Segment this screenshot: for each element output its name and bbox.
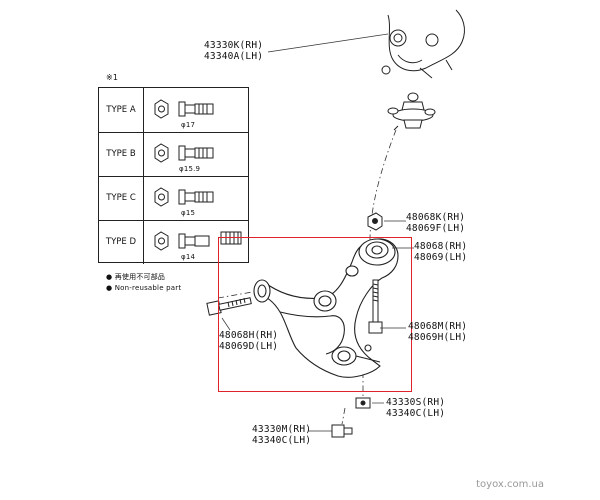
- label-bolt-right-lh: 48069H(LH): [408, 332, 468, 343]
- label-arm-rh: 48068(RH): [414, 241, 468, 252]
- table-row: TYPE B φ15.9: [99, 132, 248, 177]
- label-arm-lh: 48069(LH): [414, 252, 468, 263]
- type-label: TYPE D: [99, 220, 144, 264]
- bolt-right-drawing: [368, 279, 383, 334]
- label-bolt-left-lh: 48069D(LH): [219, 341, 279, 352]
- control-arm-drawing: [253, 238, 399, 378]
- table-d-stud-overhang: [220, 231, 242, 245]
- type-dia: φ17: [181, 121, 196, 129]
- bolt-left-drawing: [206, 297, 252, 316]
- leader-top: [267, 33, 389, 53]
- table-row: TYPE C φ15: [99, 176, 248, 221]
- label-nut-top-rh: 48068K(RH): [406, 212, 466, 223]
- type-dia: φ15: [181, 209, 196, 217]
- watermark: toyox.com.ua: [476, 479, 544, 490]
- bolt-bottom-drawing: [331, 424, 353, 438]
- nut-top-drawing: [367, 212, 383, 231]
- label-bolt-left-rh: 48068H(RH): [219, 330, 279, 341]
- bolt-c-icon: [154, 187, 214, 207]
- label-bolt-right-rh: 48068M(RH): [408, 321, 468, 332]
- label-bolt-bottom-rh: 43330M(RH): [252, 424, 312, 435]
- bolt-b-icon: [154, 143, 214, 163]
- highlight-box: [218, 237, 412, 392]
- part-number-top-lh: 43340A(LH): [204, 51, 264, 62]
- type-label: TYPE C: [99, 176, 144, 220]
- nut-bottom-drawing: [355, 397, 371, 409]
- bolt-a-icon: [154, 99, 214, 119]
- leader-bolt-left: [221, 317, 231, 331]
- dash-line-vertical: [369, 129, 397, 245]
- legend-en: ● Non-reusable part: [106, 284, 182, 292]
- table-mark: ※1: [106, 73, 119, 82]
- table-row: TYPE A φ17: [99, 88, 248, 133]
- bolt-type-table: TYPE A φ17 TYPE B φ15.9 TYPE C φ15 TYPE …: [98, 87, 249, 264]
- part-number-top-rh: 43330K(RH): [204, 40, 264, 51]
- label-bolt-bottom-lh: 43340C(LH): [252, 435, 312, 446]
- type-dia: φ15.9: [179, 165, 201, 173]
- dash-line-bottom: [341, 407, 346, 425]
- ball-joint-drawing: [387, 92, 436, 131]
- label-nut-bottom-rh: 43330S(RH): [386, 397, 446, 408]
- table-row: TYPE D φ14: [99, 220, 248, 264]
- type-label: TYPE A: [99, 88, 144, 132]
- knuckle-drawing: [381, 9, 465, 79]
- type-dia: φ14: [181, 253, 196, 261]
- label-nut-top-lh: 48069F(LH): [406, 223, 466, 234]
- label-nut-bottom-lh: 43340C(LH): [386, 408, 446, 419]
- bolt-d-icon: [154, 231, 210, 251]
- legend-jp: ● 再使用不可部品: [106, 273, 166, 281]
- type-label: TYPE B: [99, 132, 144, 176]
